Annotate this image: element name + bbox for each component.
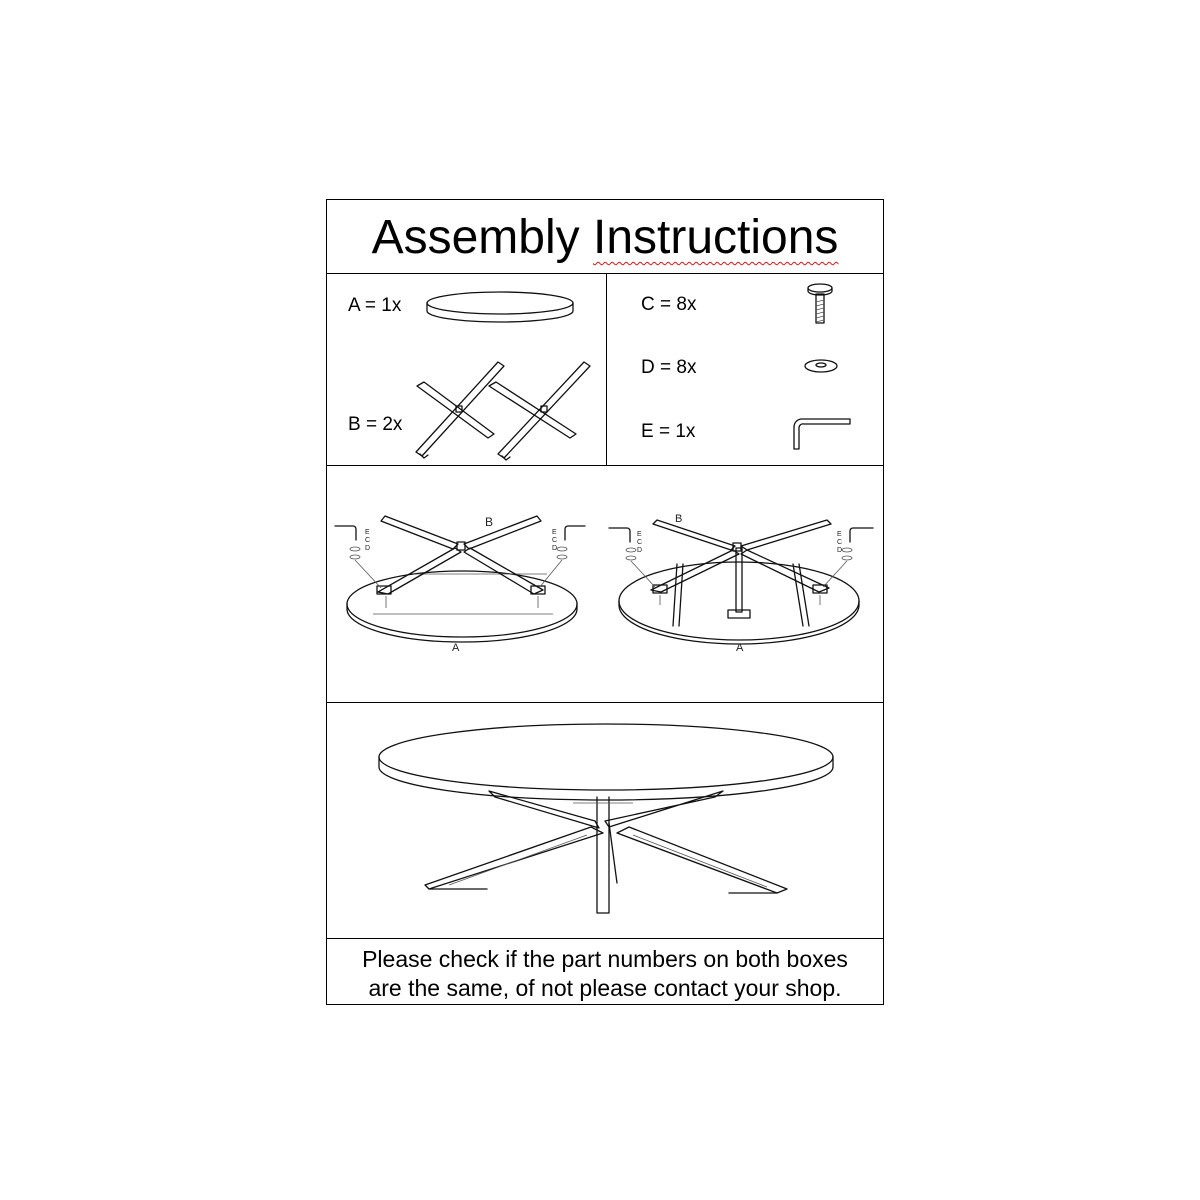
part-b-label: B = 2x	[348, 414, 403, 435]
diagram-label-b-right: B	[675, 513, 682, 525]
allen-key-part-icon	[793, 418, 851, 450]
part-a-label: A = 1x	[348, 295, 402, 316]
note-line-1: Please check if the part numbers on both…	[362, 946, 848, 972]
hardware-label-c-right: C	[552, 537, 557, 544]
title-word-assembly: Assembly	[371, 211, 580, 264]
assembled-table-section	[327, 703, 883, 939]
assembly-sheet: Assembly Instructions A = 1x B = 2x C = …	[326, 199, 884, 1005]
diagram-label-a-left: A	[452, 642, 460, 654]
diagram-label-a-right: A	[736, 642, 744, 654]
assembled-table-diagram	[378, 723, 834, 914]
bolt-part-icon	[807, 283, 833, 324]
hardware-label-c-right-2: C	[837, 539, 842, 546]
assembly-step-1-section: E C D E C D B A	[327, 466, 883, 703]
step-1-right-diagram: E C D E C D B A	[608, 513, 874, 654]
hardware-label-c-left: C	[365, 537, 370, 544]
part-d-label: D = 8x	[641, 357, 697, 378]
cross-leg-part-icon	[415, 361, 591, 461]
hardware-label-e-right: E	[552, 529, 557, 536]
note-section: Please check if the part numbers on both…	[327, 939, 883, 1004]
hardware-label-d-left-2: D	[637, 547, 642, 554]
hardware-label-d-right-2: D	[837, 547, 842, 554]
page-title: Assembly Instructions	[327, 210, 883, 265]
check-parts-note: Please check if the part numbers on both…	[327, 945, 883, 1003]
title-section: Assembly Instructions	[327, 200, 883, 274]
parts-list-section: A = 1x B = 2x C = 8x D = 8x	[327, 274, 883, 466]
hardware-label-e-right-2: E	[837, 531, 842, 538]
part-e-label: E = 1x	[641, 421, 696, 442]
hardware-label-d-left: D	[365, 545, 370, 552]
hardware-label-d-right: D	[552, 545, 557, 552]
note-line-2: are the same, of not please contact your…	[368, 975, 842, 1001]
parts-divider	[606, 274, 607, 466]
tabletop-part-icon	[426, 291, 574, 323]
step-1-left-diagram: E C D E C D B A	[334, 515, 586, 654]
washer-part-icon	[804, 359, 838, 373]
title-word-instructions: Instructions	[592, 211, 839, 264]
hardware-label-e-left-2: E	[637, 531, 642, 538]
diagram-label-b-left: B	[485, 515, 493, 529]
hardware-label-c-left-2: C	[637, 539, 642, 546]
part-c-label: C = 8x	[641, 294, 697, 315]
hardware-label-e-left: E	[365, 529, 370, 536]
